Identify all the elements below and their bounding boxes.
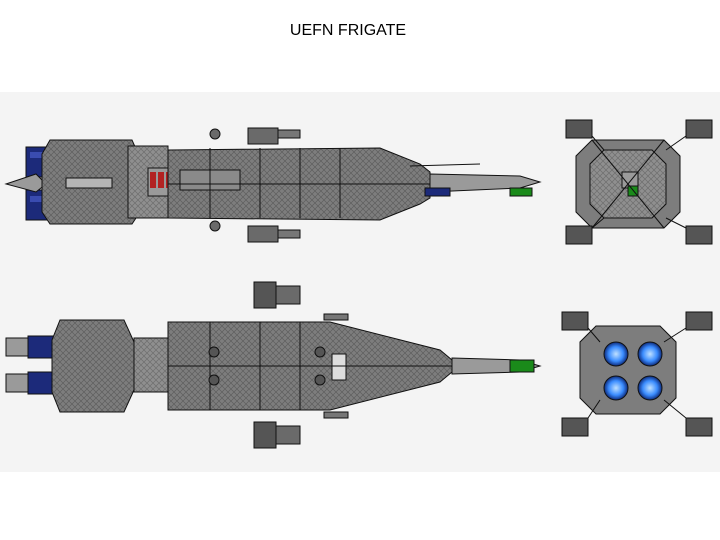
- ship-front-icon: [565, 119, 713, 245]
- diagram-title: UEFN FRIGATE: [289, 22, 407, 39]
- schematic-sheet: [0, 92, 720, 472]
- ship-bottom-icon: [5, 281, 542, 449]
- ship-top-icon: [4, 127, 542, 243]
- ship-rear-icon: [561, 311, 713, 437]
